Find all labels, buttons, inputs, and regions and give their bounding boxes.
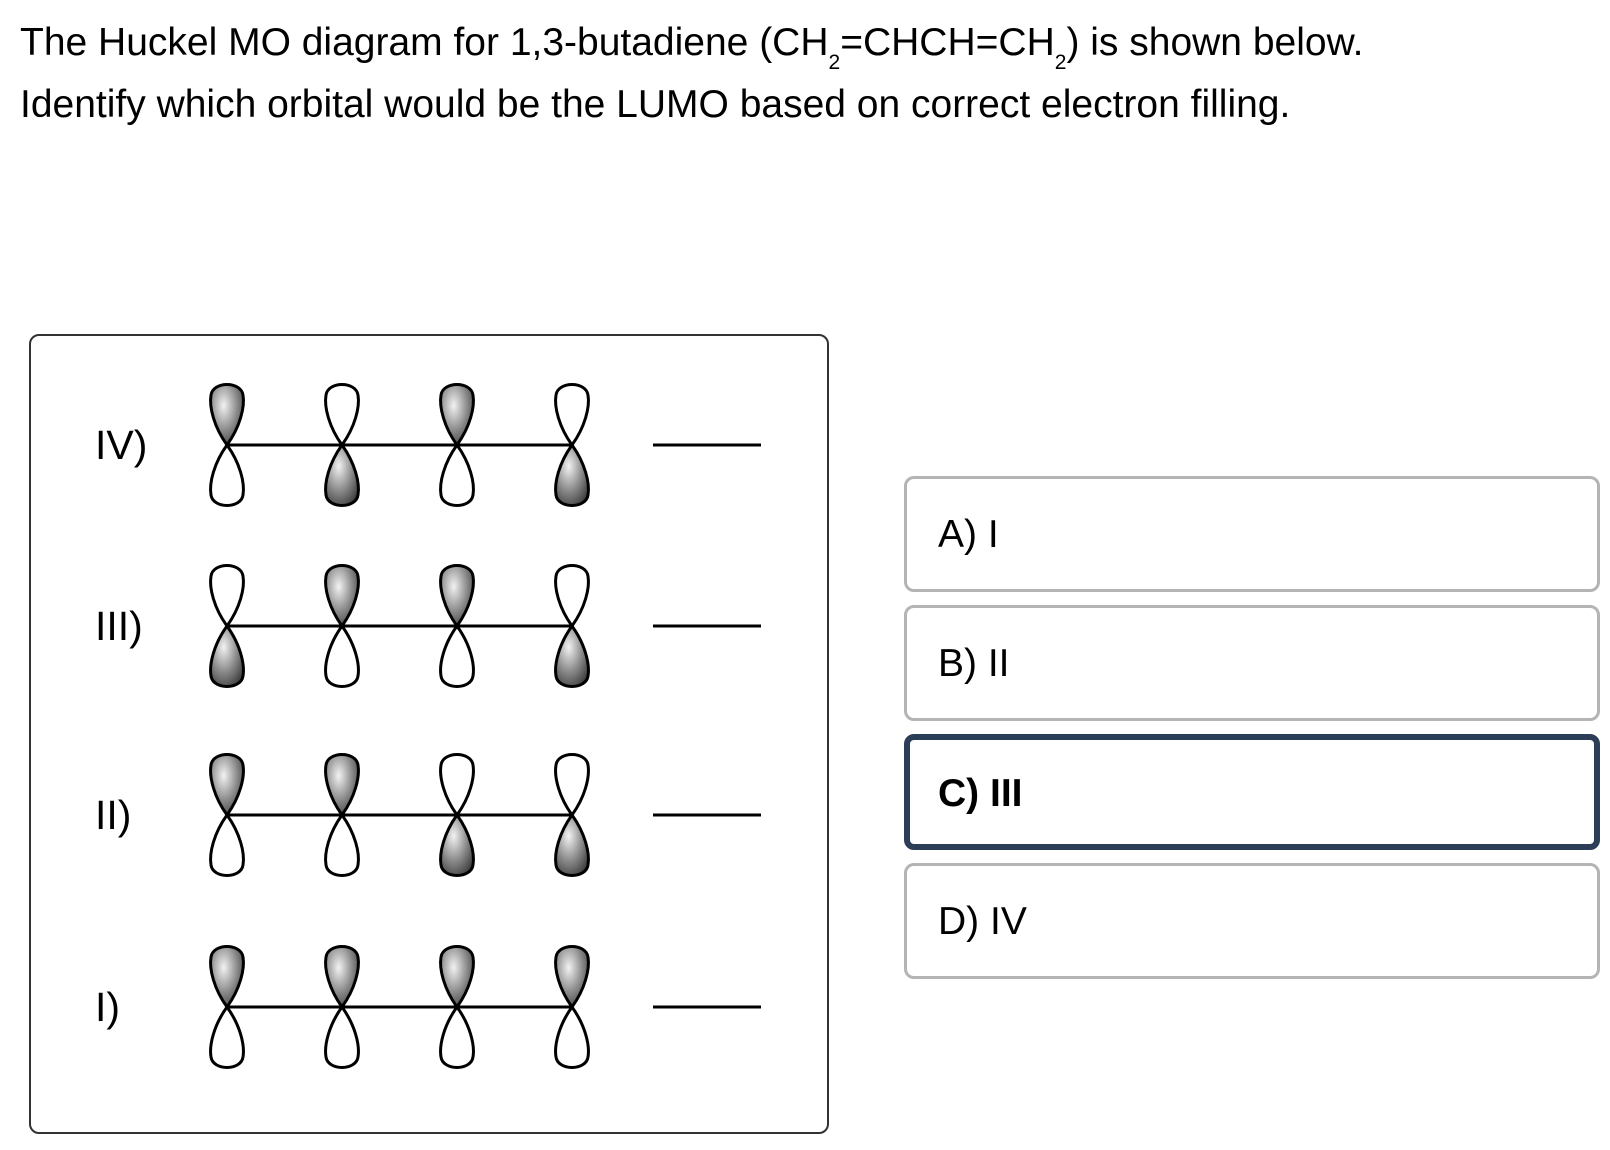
p-orbital-lobe-empty [209,564,245,629]
mo-label: IV) [95,422,147,468]
mo-label: III) [95,603,143,649]
choice-d-label: D) IV [938,900,1027,943]
mo-row: I) [95,945,761,1069]
p-orbital-lobe-empty [439,442,475,507]
choice-b[interactable]: B) II [904,605,1600,721]
p-orbital-lobe-empty [209,812,245,877]
mo-label: I) [95,984,120,1030]
choice-b-label: B) II [938,642,1010,685]
subscript: 2 [828,51,841,74]
p-orbital-lobe-empty [439,753,475,818]
p-orbital-lobe-empty [324,383,360,448]
p-orbital-lobe-empty [554,564,590,629]
mo-row: II) [95,753,761,877]
p-orbital-lobe-shaded [554,812,590,877]
p-orbital-lobe-empty [554,1004,590,1069]
p-orbital-lobe-shaded [209,753,245,818]
p-orbital-lobe-shaded [324,564,360,629]
p-orbital-lobe-shaded [439,945,475,1010]
question-line-1: The Huckel MO diagram for 1,3-butadiene … [20,12,1580,74]
p-orbital-lobe-shaded [554,442,590,507]
p-orbital-lobe-empty [209,442,245,507]
p-orbital-lobe-empty [324,812,360,877]
p-orbital-lobe-empty [324,1004,360,1069]
choice-c-label: C) III [938,772,1023,815]
mo-row: IV) [95,383,761,507]
mo-diagram-panel: IV) III) II) I) [29,334,829,1134]
p-orbital-lobe-shaded [439,383,475,448]
p-orbital-lobe-shaded [554,623,590,688]
p-orbital-lobe-shaded [209,945,245,1010]
question-line-2: Identify which orbital would be the LUMO… [20,83,1291,126]
p-orbital-lobe-empty [439,623,475,688]
p-orbital-lobe-shaded [324,753,360,818]
mo-diagram: IV) III) II) I) [95,383,761,1069]
choice-d[interactable]: D) IV [904,863,1600,979]
p-orbital-lobe-empty [324,623,360,688]
mo-label: II) [95,792,131,838]
answer-choices: A) I B) II C) III D) IV [904,476,1604,979]
choice-c[interactable]: C) III [904,734,1600,850]
p-orbital-lobe-shaded [439,812,475,877]
p-orbital-lobe-shaded [554,945,590,1010]
p-orbital-lobe-empty [439,1004,475,1069]
p-orbital-lobe-empty [554,383,590,448]
question-text: The Huckel MO diagram for 1,3-butadiene … [20,12,1580,136]
question-text-part: ) is shown below. [1066,21,1364,64]
subscript: 2 [1054,51,1067,74]
question-text-part: The Huckel MO diagram for 1,3-butadiene … [20,21,829,64]
p-orbital-lobe-shaded [439,564,475,629]
p-orbital-lobe-shaded [209,383,245,448]
question-text-part: =CHCH=CH [840,21,1055,64]
p-orbital-lobe-shaded [209,623,245,688]
p-orbital-lobe-empty [209,1004,245,1069]
choice-a-label: A) I [938,513,999,556]
p-orbital-lobe-empty [554,753,590,818]
mo-row: III) [95,564,761,688]
p-orbital-lobe-shaded [324,945,360,1010]
choice-a[interactable]: A) I [904,476,1600,592]
p-orbital-lobe-shaded [324,442,360,507]
